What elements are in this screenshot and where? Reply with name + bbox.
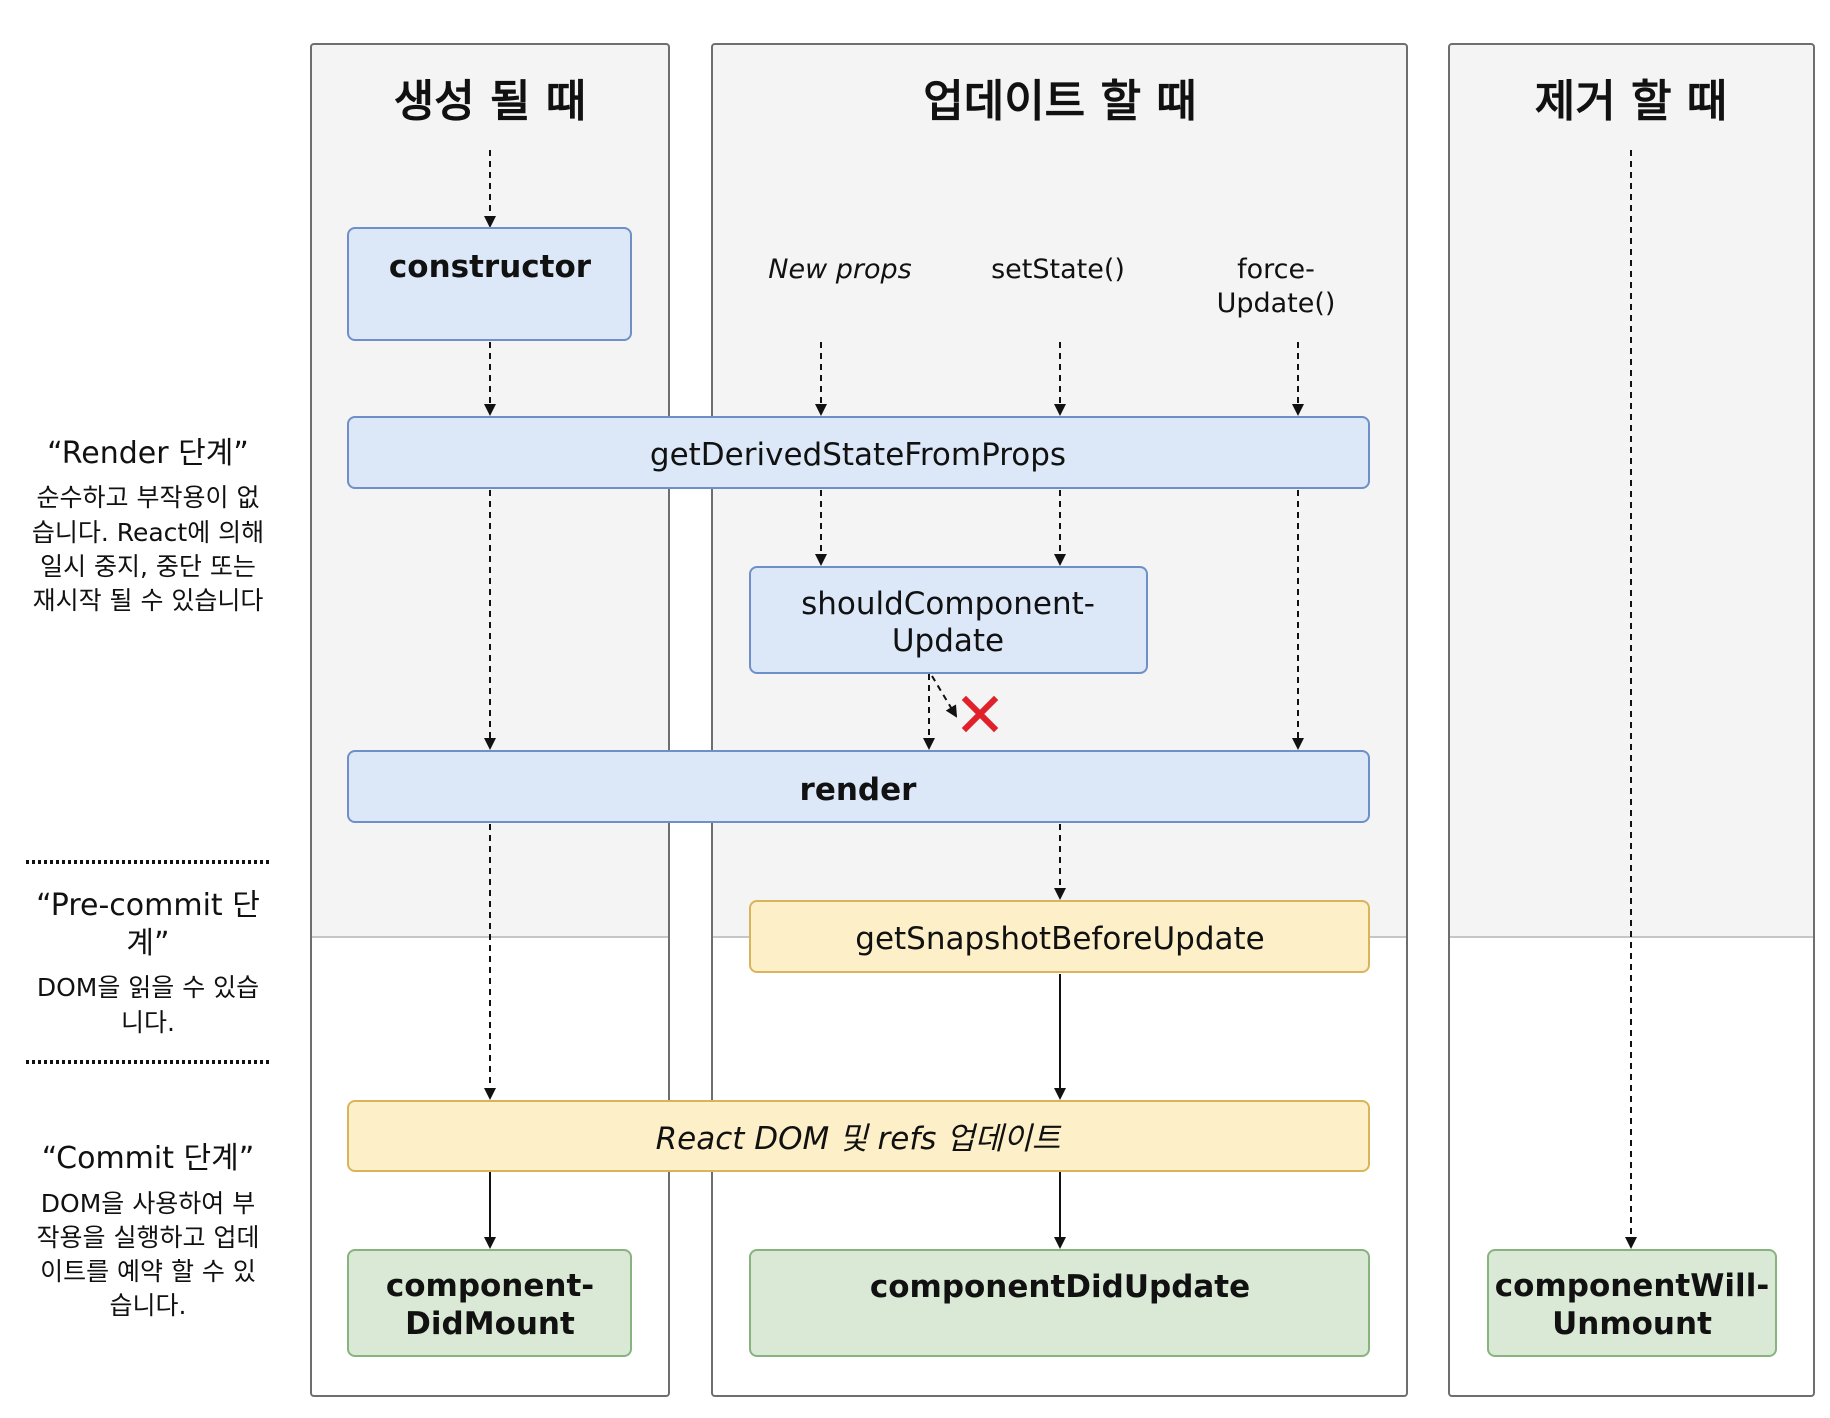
- commit-phase-title: “Commit 단계”: [42, 1141, 255, 1176]
- constructor-label: constructor: [389, 249, 592, 285]
- render-phase-annotation: “Render 단계” 순수하고 부작용이 없 습니다. React에 의해 일…: [32, 436, 264, 615]
- render-phase-desc-1: 순수하고 부작용이 없: [37, 483, 260, 512]
- render-box: [347, 750, 1370, 823]
- should-component-update-box: [749, 566, 1148, 674]
- react-dom-update-box: [347, 1100, 1370, 1172]
- constructor-box: [347, 227, 632, 341]
- react-dom-update-label: React DOM 및 refs 업데이트: [656, 1121, 1062, 1157]
- did-update-label: componentDidUpdate: [870, 1269, 1250, 1305]
- did-mount-box: [347, 1249, 632, 1357]
- should-update-label-line1: shouldComponent-: [801, 586, 1095, 622]
- should-update-label-line2: Update: [892, 623, 1004, 659]
- precommit-phase-desc-2: 니다.: [121, 1008, 175, 1037]
- unmount-column: [1448, 43, 1815, 1397]
- render-phase-desc-2: 습니다. React에 의해: [32, 518, 264, 547]
- unmount-column-title: 제거 할 때: [1535, 76, 1728, 127]
- commit-phase-desc-4: 습니다.: [110, 1291, 187, 1320]
- will-unmount-box: [1487, 1249, 1777, 1357]
- force-update-label-line1: force-: [1237, 254, 1315, 285]
- precommit-phase-title-line1: “Pre-commit 단: [36, 888, 260, 923]
- mount-column-title: 생성 될 때: [394, 76, 587, 127]
- update-column: [711, 43, 1408, 1397]
- commit-phase-desc-2: 작용을 실행하고 업데: [37, 1223, 260, 1252]
- get-derived-state-box: [347, 416, 1370, 489]
- render-phase-title: “Render 단계”: [47, 436, 249, 471]
- did-update-box: [749, 1249, 1370, 1357]
- render-label: render: [800, 772, 918, 808]
- arrow-scu-blocked: [931, 675, 958, 718]
- get-snapshot-label: getSnapshotBeforeUpdate: [855, 921, 1264, 957]
- unmount-column-bg: [1449, 44, 1814, 936]
- get-derived-state-label: getDerivedStateFromProps: [650, 437, 1066, 473]
- get-snapshot-box: [749, 900, 1370, 973]
- blocked-x-icon: [961, 695, 999, 733]
- precommit-phase-title-line2: 계”: [126, 926, 169, 961]
- force-update-label-line2: Update(): [1217, 288, 1336, 319]
- will-unmount-label-line2: Unmount: [1552, 1306, 1712, 1342]
- update-column-title: 업데이트 할 때: [923, 76, 1197, 127]
- mount-column: [310, 43, 670, 1397]
- render-phase-desc-4: 재시작 될 수 있습니다: [33, 586, 264, 615]
- commit-phase-annotation: “Commit 단계” DOM을 사용하여 부 작용을 실행하고 업데 이트를 …: [37, 1141, 260, 1320]
- did-mount-label-line1: component-: [386, 1268, 594, 1304]
- commit-phase-desc-1: DOM을 사용하여 부: [41, 1189, 255, 1218]
- new-props-label: New props: [768, 254, 911, 285]
- render-phase-desc-3: 일시 중지, 중단 또는: [40, 552, 256, 581]
- will-unmount-label-line1: componentWill-: [1495, 1268, 1769, 1304]
- precommit-phase-annotation: “Pre-commit 단 계” DOM을 읽을 수 있습 니다.: [36, 888, 260, 1037]
- precommit-phase-desc-1: DOM을 읽을 수 있습: [37, 973, 259, 1002]
- did-mount-label-line2: DidMount: [405, 1306, 575, 1342]
- set-state-label: setState(): [991, 254, 1125, 285]
- commit-phase-desc-3: 이트를 예약 할 수 있: [40, 1257, 256, 1286]
